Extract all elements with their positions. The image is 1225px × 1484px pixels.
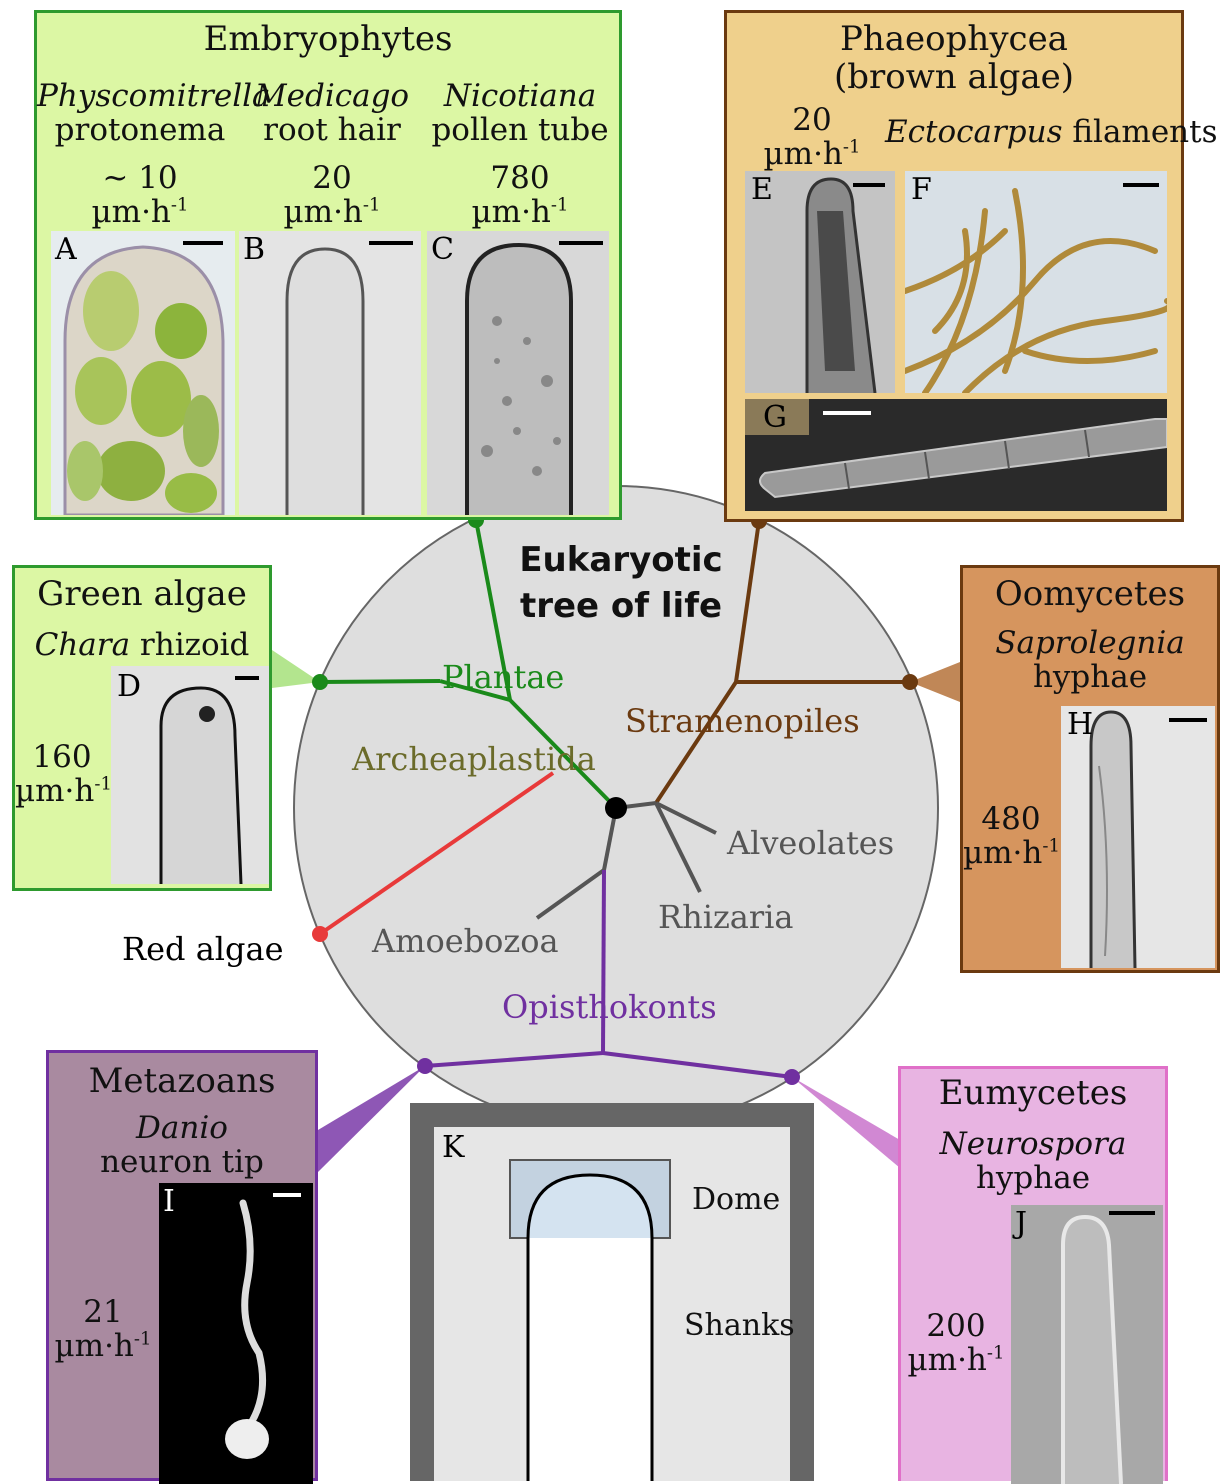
tip-schematic [434,1127,790,1481]
photo-h-hyphae [1061,706,1215,968]
panel-metazoans: Metazoans Danio neuron tip 21 µm·h-1 I [46,1050,318,1481]
label-protonema: protonema [37,113,243,147]
scalebar-b [369,241,413,245]
node-oomycetes [902,674,918,690]
eumycetes-tissue: hyphae [901,1161,1165,1195]
oomycetes-tissue: hyphae [963,660,1217,694]
letter-a: A [55,235,77,265]
rate-a: ~ 10 [37,161,243,195]
tree-title-line2: tree of life [508,588,734,625]
panel-green-algae: Green algae Chara rhizoid 160 µm·h-1 D [12,565,272,891]
letter-f: F [911,175,932,205]
rate-c: 780 [425,161,615,195]
panel-eumycetes: Eumycetes Neurospora hyphae 200 µm·h-1 J [898,1066,1168,1481]
letter-g: G [763,403,787,433]
scalebar-e [853,183,885,187]
oomycetes-title: Oomycetes [963,576,1217,613]
eumycetes-unit: µm·h-1 [901,1343,1011,1377]
oomycetes-genus: Saprolegnia [963,626,1217,660]
label-red-algae: Red algae [122,932,284,967]
photo-c-pollen-tube [427,231,609,515]
scalebar-a [183,241,223,245]
unit-c: µm·h-1 [425,195,615,229]
tree-title-line1: Eukaryotic [508,542,734,579]
label-nicotiana: Nicotiana [425,79,615,113]
green-algae-title: Green algae [15,576,269,613]
label-plantae: Plantae [442,660,564,695]
embryophytes-title: Embryophytes [37,21,619,58]
letter-h: H [1067,710,1093,740]
letter-b: B [243,235,265,265]
label-pollen-tube: pollen tube [425,113,615,147]
unit-a: µm·h-1 [37,195,243,229]
phaeophycea-species: Ectocarpus filaments [885,115,1171,149]
scalebar-g [823,411,871,415]
scalebar-f [1123,183,1159,187]
label-archeaplastida: Archeaplastida [352,742,596,777]
unit-b: µm·h-1 [237,195,427,229]
photo-i-neuron [159,1183,313,1484]
phaeophycea-title-line2: (brown algae) [727,59,1181,96]
label-shanks: Shanks [684,1309,795,1342]
letter-j: J [1015,1209,1027,1239]
metazoans-rate: 21 [49,1295,157,1329]
label-physcomitrella: Physcomitrella [37,79,243,113]
label-rhizaria: Rhizaria [658,900,793,935]
green-algae-species: Chara rhizoid [15,628,269,662]
eumycetes-rate: 200 [901,1309,1011,1343]
scalebar-i [273,1193,301,1197]
label-root-hair: root hair [237,113,427,147]
rate-b: 20 [237,161,427,195]
panel-schematic: K Dome Shanks [410,1103,814,1481]
eumycetes-genus: Neurospora [901,1127,1165,1161]
label-medicago: Medicago [237,79,427,113]
panel-oomycetes: Oomycetes Saprolegnia hyphae 480 µm·h-1 … [960,565,1220,973]
phaeophycea-rate: 20 [747,103,877,137]
connector-metazoans [318,1066,425,1172]
root-node [605,797,627,819]
phaeophycea-unit: µm·h-1 [747,137,877,171]
photo-a-protonema [51,231,235,515]
oomycetes-rate: 480 [963,802,1059,836]
photo-f-filaments [905,171,1167,393]
scalebar-h [1169,718,1207,722]
photo-b-root-hair [239,231,421,515]
letter-i: I [163,1187,175,1217]
node-metazoans [417,1058,433,1074]
green-algae-unit: µm·h-1 [15,774,109,808]
panel-embryophytes: Embryophytes Physcomitrella protonema ~ … [34,10,622,520]
metazoans-genus: Danio [49,1111,315,1145]
metazoans-unit: µm·h-1 [49,1329,157,1363]
scalebar-d [235,676,259,680]
letter-d: D [117,672,141,702]
metazoans-title: Metazoans [49,1063,315,1100]
node-green-algae [312,674,328,690]
node-eumycetes [784,1069,800,1085]
scalebar-j [1109,1211,1155,1215]
letter-c: C [431,235,454,265]
label-dome: Dome [692,1183,780,1216]
panel-phaeophycea: Phaeophycea (brown algae) 20 µm·h-1 Ecto… [724,10,1184,522]
label-opisthokonts: Opisthokonts [502,990,717,1025]
letter-e: E [751,175,773,205]
phaeophycea-title-line1: Phaeophycea [727,21,1181,58]
label-amoebozoa: Amoebozoa [372,924,559,959]
label-alveolates: Alveolates [727,826,894,861]
node-red-algae [312,926,328,942]
label-stramenopiles: Stramenopiles [625,704,860,739]
metazoans-tissue: neuron tip [49,1145,315,1179]
green-algae-rate: 160 [15,740,109,774]
photo-j-hyphae [1011,1205,1163,1484]
shank-zone [528,1238,652,1481]
oomycetes-unit: µm·h-1 [963,836,1059,870]
eumycetes-title: Eumycetes [901,1075,1165,1112]
scalebar-c [559,241,603,245]
